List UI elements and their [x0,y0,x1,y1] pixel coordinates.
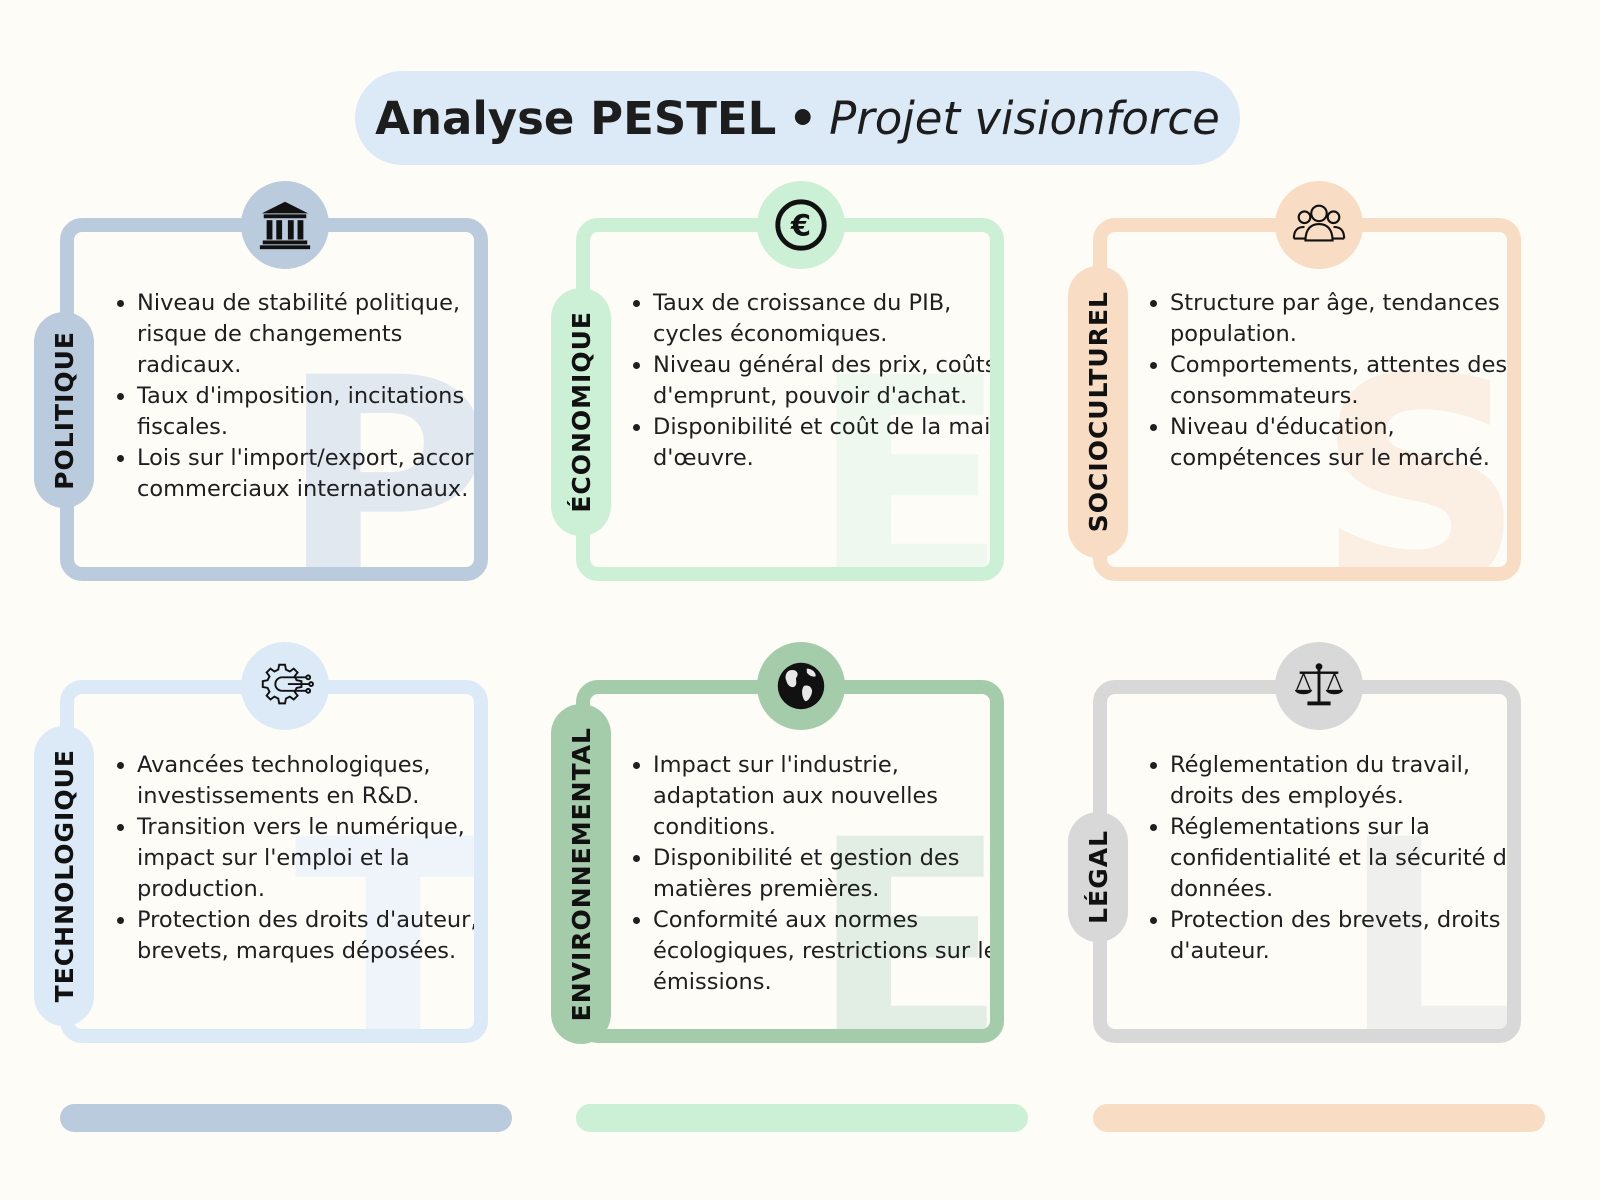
list-item: Lois sur l'import/export, accords commer… [137,443,474,505]
list-item: Avancées technologiques, investissements… [137,750,474,812]
watermark-letter: E [809,317,1004,581]
card-legal: L Réglementation du travail, droits des … [1093,680,1521,1043]
title-separator: • [788,91,818,145]
list-item: Protection des brevets, droits d'auteur. [1170,905,1507,967]
globe-icon [777,662,825,710]
icon-badge-legal [1275,642,1363,730]
list-item: Protection des droits d'auteur, brevets,… [137,905,474,967]
label-legal: LÉGAL [1068,812,1128,942]
factor-list: Taux de croissance du PIB, cycles économ… [625,288,990,474]
icon-badge-politique [241,181,329,269]
list-item: Niveau général des prix, coûts d'emprunt… [653,350,990,412]
icon-badge-technologique [241,642,329,730]
watermark-letter: L [1340,779,1521,1043]
title-subtitle: Projet visionforce [829,91,1220,145]
svg-text:€: € [790,209,811,243]
watermark-letter: S [1316,317,1521,581]
icon-badge-economique: € [757,181,845,269]
scales-of-justice-icon [1294,663,1344,706]
people-group-icon [1292,204,1346,242]
watermark-letter: P [279,317,488,581]
list-item: Disponibilité et coût de la main-d'œuvre… [653,412,990,474]
watermark-letter: E [809,779,1004,1043]
government-building-icon [259,201,311,250]
list-item: Réglementation du travail, droits des em… [1170,750,1507,812]
label-socioculturel: SOCIOCULTUREL [1068,266,1128,558]
factor-list: Réglementation du travail, droits des em… [1142,750,1507,967]
decorative-bar-blue [60,1104,512,1132]
title-main: Analyse PESTEL [375,91,777,145]
list-item: Transition vers le numérique, impact sur… [137,812,474,905]
list-item: Réglementations sur la confidentialité e… [1170,812,1507,905]
factor-list: Impact sur l'industrie, adaptation aux n… [625,750,990,998]
label-economique: ÉCONOMIQUE [551,288,611,536]
gear-circuit-icon [261,663,314,705]
list-item: Structure par âge, tendances de populati… [1170,288,1507,350]
label-politique: POLITIQUE [34,312,94,508]
page-title: Analyse PESTEL • Projet visionforce [355,71,1240,165]
list-item: Impact sur l'industrie, adaptation aux n… [653,750,990,843]
list-item: Comportements, attentes des consommateur… [1170,350,1507,412]
list-item: Disponibilité et gestion des matières pr… [653,843,990,905]
card-economique: E Taux de croissance du PIB, cycles écon… [576,218,1004,581]
list-item: Taux de croissance du PIB, cycles économ… [653,288,990,350]
card-technologique: T Avancées technologiques, investissemen… [60,680,488,1043]
label-environnemental: ENVIRONNEMENTAL [551,704,611,1044]
decorative-bar-peach [1093,1104,1545,1132]
card-socioculturel: S Structure par âge, tendances de popula… [1093,218,1521,581]
watermark-letter: T [294,779,488,1043]
list-item: Taux d'imposition, incitations fiscales. [137,381,474,443]
factor-list: Structure par âge, tendances de populati… [1142,288,1507,474]
list-item: Niveau d'éducation, compétences sur le m… [1170,412,1507,474]
icon-badge-environnemental [757,642,845,730]
euro-icon: € [775,199,827,251]
list-item: Niveau de stabilité politique, risque de… [137,288,474,381]
factor-list: Niveau de stabilité politique, risque de… [109,288,474,505]
card-environnemental: E Impact sur l'industrie, adaptation aux… [576,680,1004,1043]
factor-list: Avancées technologiques, investissements… [109,750,474,967]
icon-badge-socioculturel [1275,181,1363,269]
decorative-bar-green [576,1104,1028,1132]
list-item: Conformité aux normes écologiques, restr… [653,905,990,998]
label-technologique: TECHNOLOGIQUE [34,726,94,1026]
card-politique: P Niveau de stabilité politique, risque … [60,218,488,581]
